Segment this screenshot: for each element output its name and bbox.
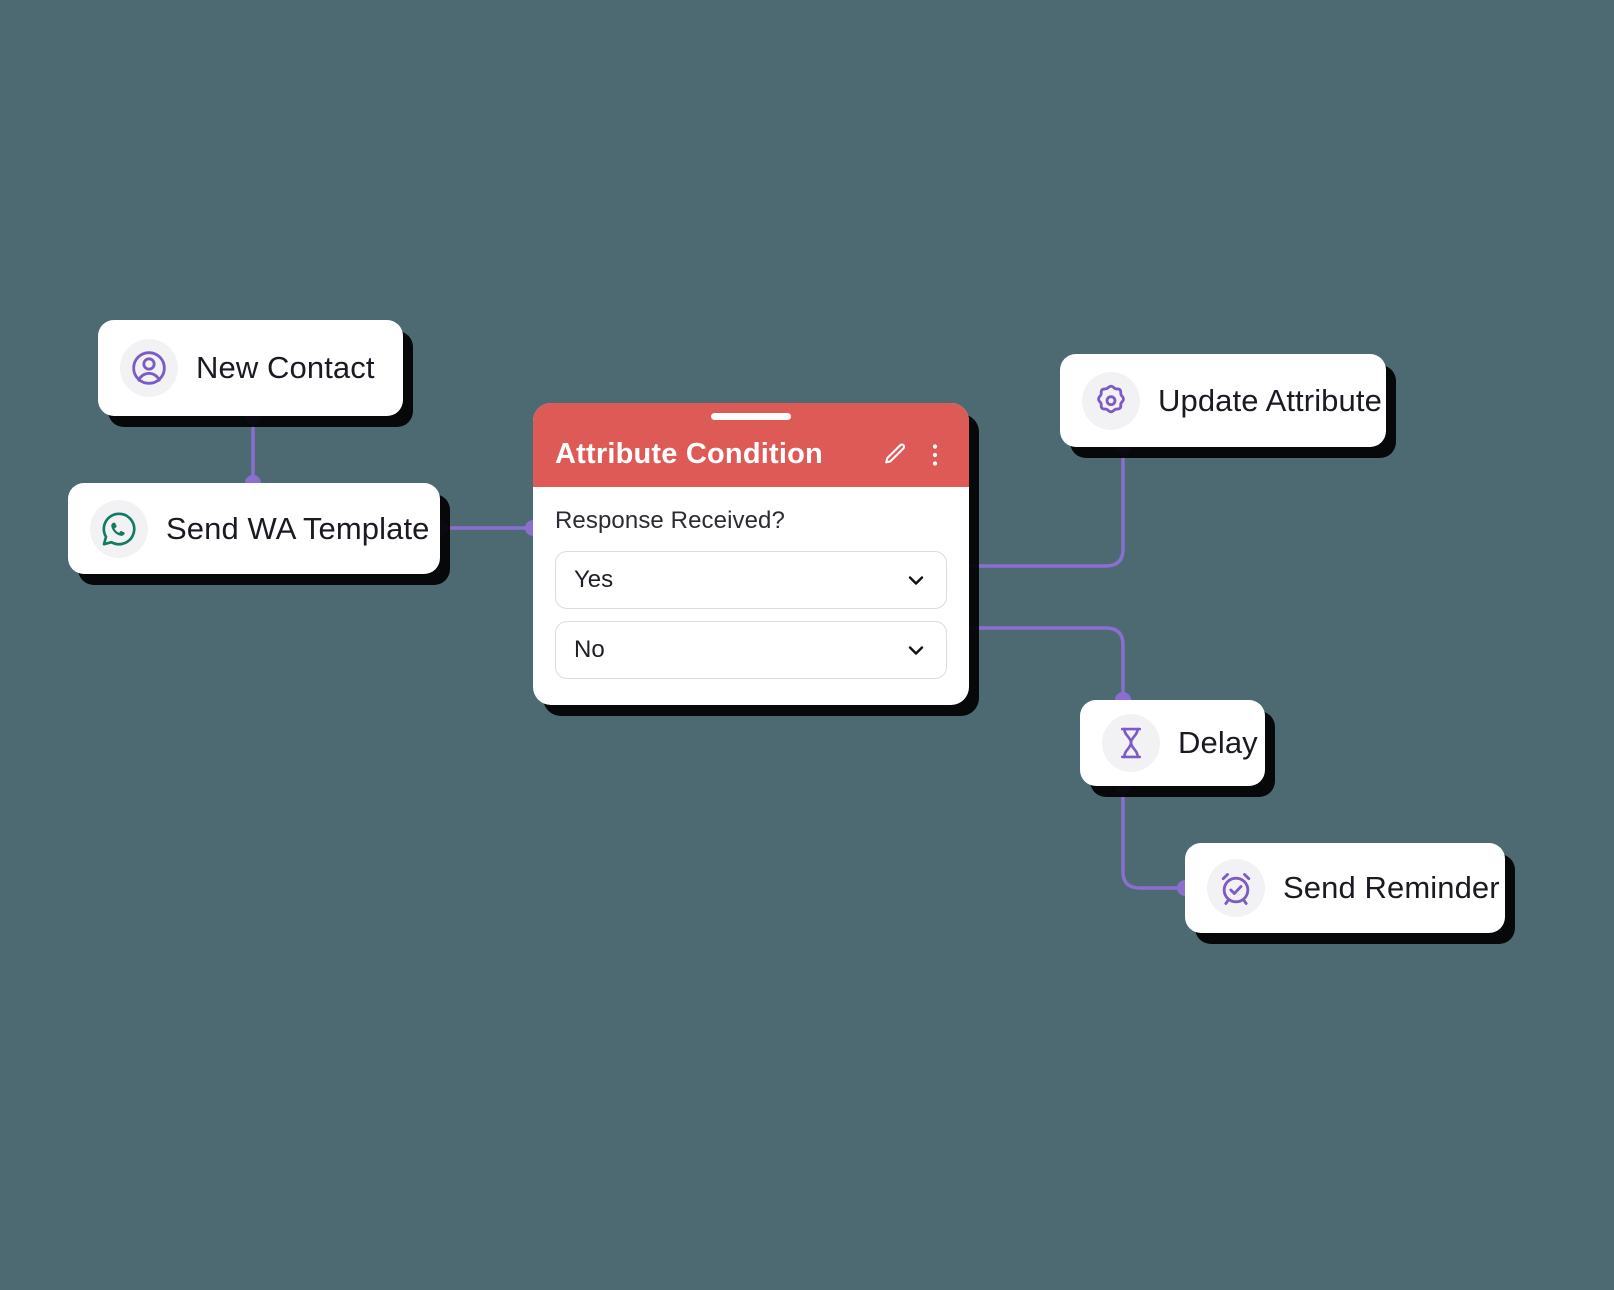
edge-yes-to-update-attribute <box>953 445 1125 568</box>
alarm-check-icon <box>1207 859 1265 917</box>
card-title: Attribute Condition <box>555 438 823 470</box>
node-delay-label: Delay <box>1178 725 1258 760</box>
node-send-wa-template[interactable]: Send WA Template <box>68 483 440 574</box>
node-delay[interactable]: Delay <box>1080 700 1265 786</box>
chevron-down-icon[interactable] <box>904 638 928 662</box>
condition-question: Response Received? <box>555 507 785 534</box>
node-new-contact-label: New Contact <box>196 350 375 385</box>
card-header-actions <box>881 441 947 469</box>
branch-select-no[interactable]: No <box>555 621 947 679</box>
branch-select-yes-value: Yes <box>574 566 614 593</box>
branch-select-no-value: No <box>574 636 605 663</box>
chevron-down-icon[interactable] <box>904 568 928 592</box>
hourglass-icon <box>1102 714 1160 772</box>
node-send-reminder-label: Send Reminder <box>1283 870 1500 905</box>
node-update-attribute[interactable]: Update Attribute <box>1060 354 1386 447</box>
card-header: Attribute Condition <box>533 403 969 487</box>
branch-select-yes[interactable]: Yes <box>555 551 947 609</box>
whatsapp-icon <box>90 499 148 558</box>
edge-delay-to-send-reminder <box>1121 784 1187 890</box>
drag-handle[interactable] <box>711 413 791 420</box>
user-circle-icon <box>120 339 178 397</box>
node-update-attribute-label: Update Attribute <box>1158 382 1382 418</box>
three-dots-vertical-icon[interactable] <box>923 441 947 469</box>
node-send-reminder[interactable]: Send Reminder <box>1185 843 1505 933</box>
pencil-icon[interactable] <box>881 441 909 469</box>
node-new-contact[interactable]: New Contact <box>98 320 403 416</box>
edge-no-to-delay <box>953 626 1125 702</box>
card-attribute-condition[interactable]: Attribute Condition Response Received <box>533 403 969 705</box>
card-body: Response Received? Yes No <box>533 487 969 705</box>
gear-icon <box>1082 371 1140 430</box>
node-send-wa-template-label: Send WA Template <box>166 510 430 546</box>
